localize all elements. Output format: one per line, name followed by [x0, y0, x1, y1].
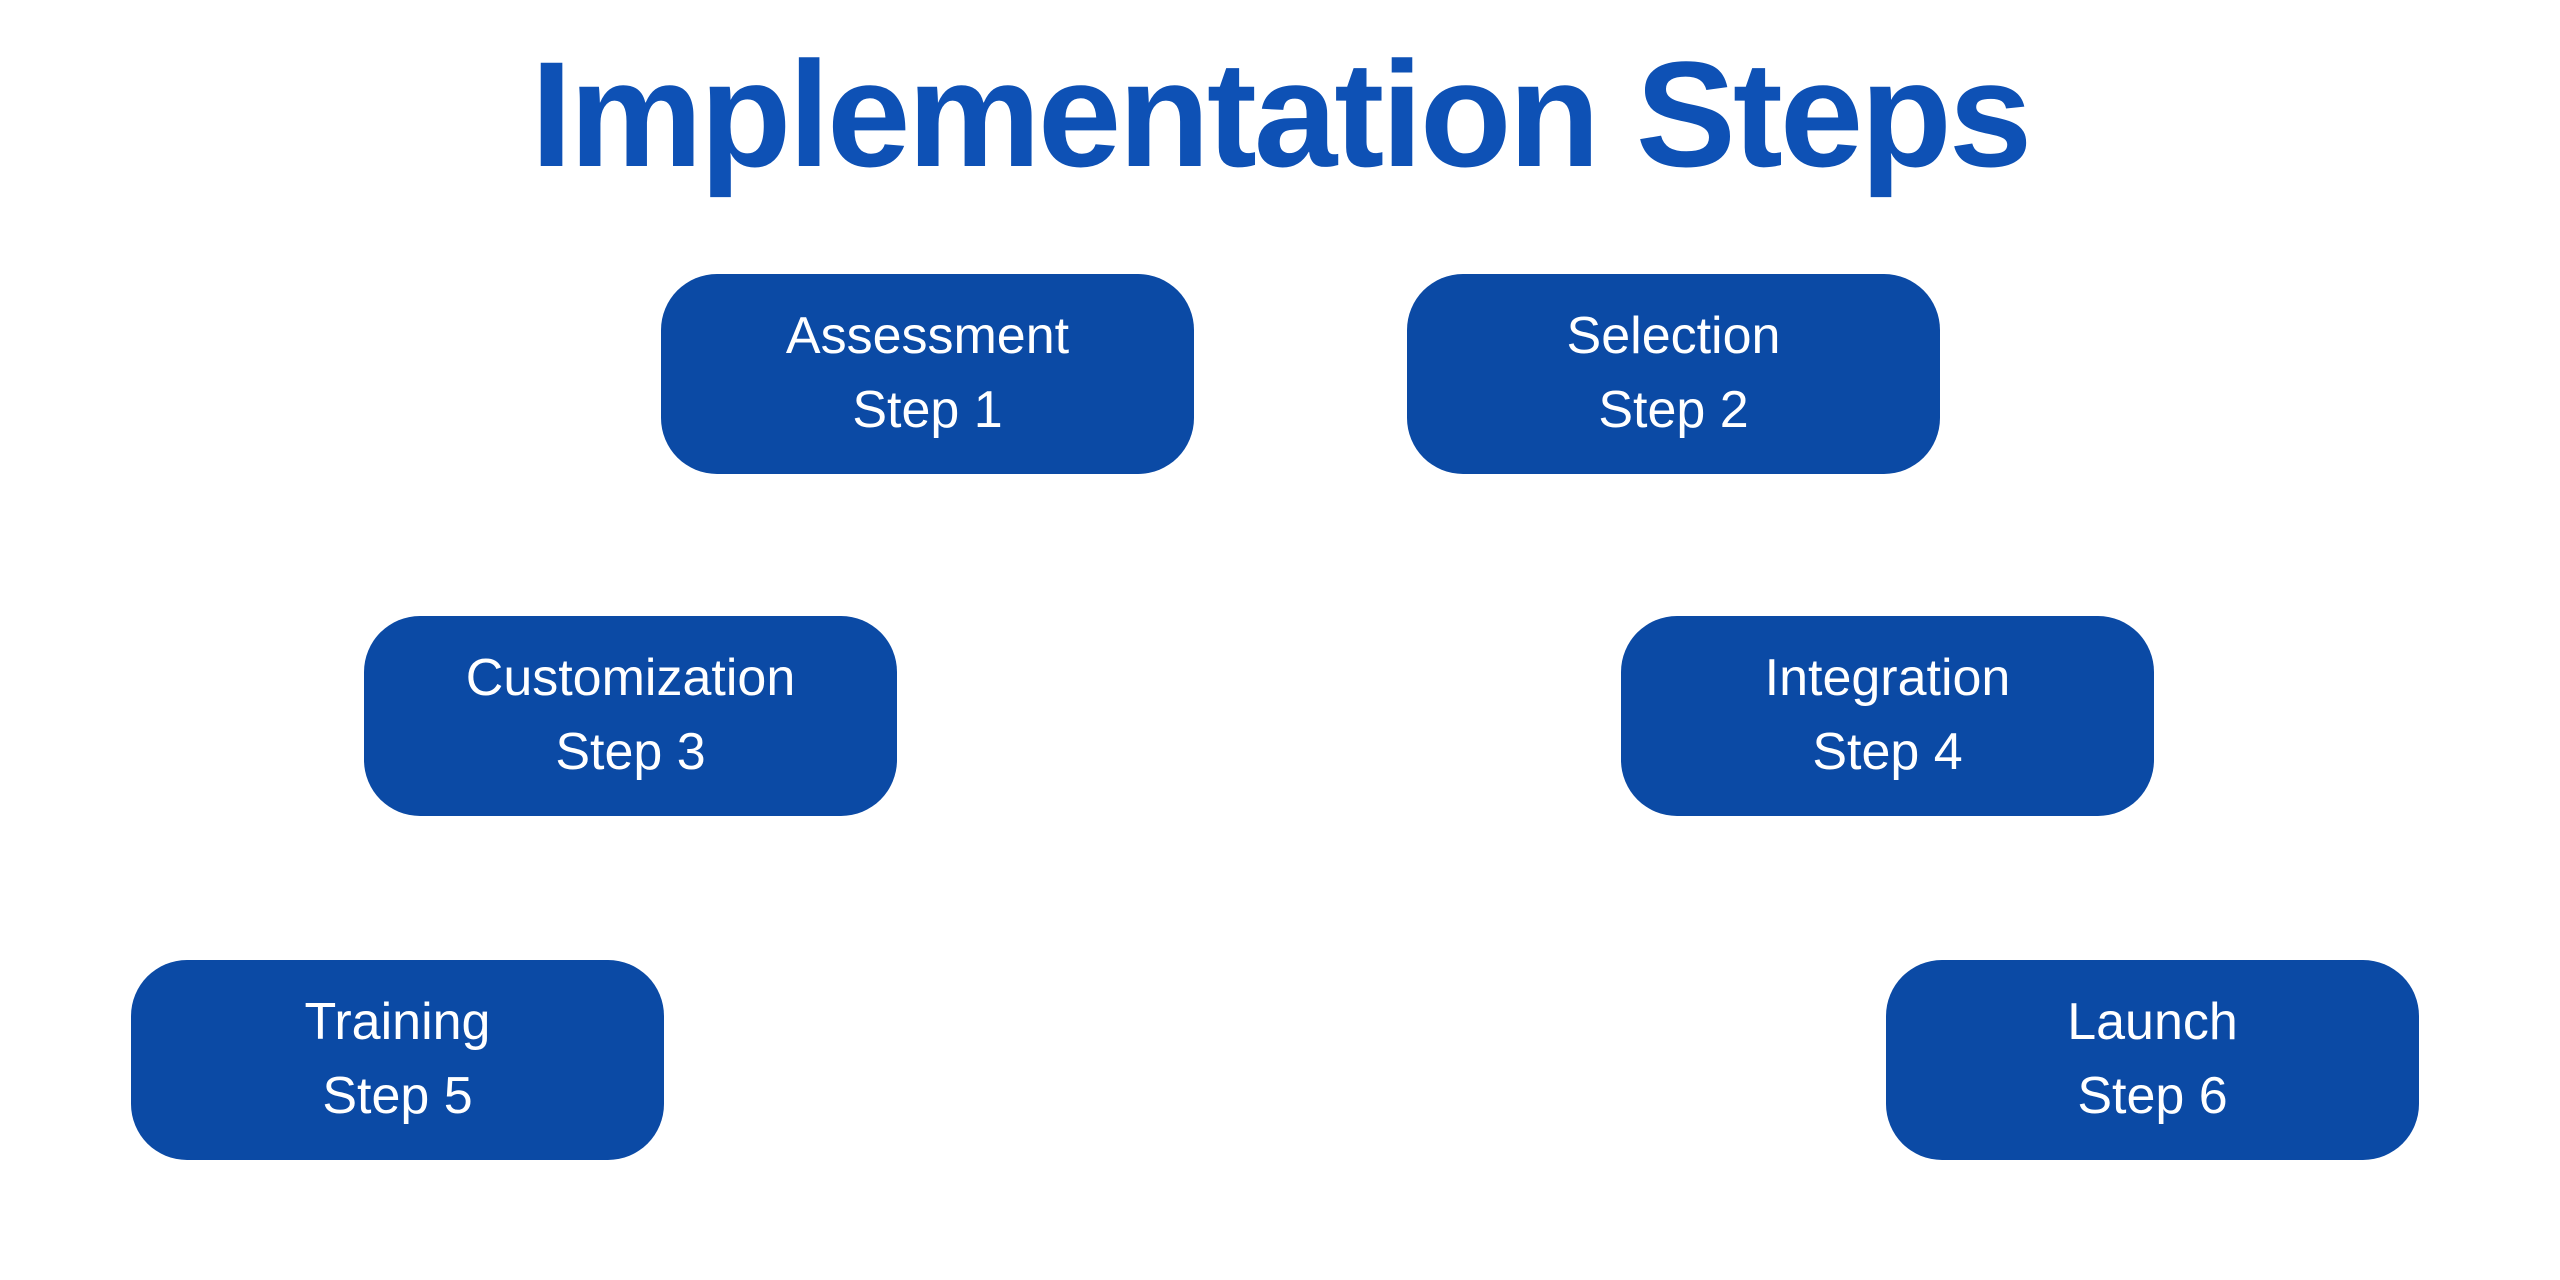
step-label: Customization [465, 649, 796, 708]
step-label: Integration [1764, 649, 2011, 708]
step-label: Selection [1566, 307, 1781, 366]
page-title: Implementation Steps [530, 30, 2033, 198]
step-number: Step 1 [852, 381, 1003, 439]
step-number: Step 3 [555, 723, 706, 781]
step-number: Step 5 [322, 1067, 473, 1125]
step-box-training: Training Step 5 [131, 960, 664, 1160]
step-label: Assessment [785, 307, 1070, 366]
step-box-customization: Customization Step 3 [364, 616, 897, 816]
step-box-launch: Launch Step 6 [1886, 960, 2419, 1160]
step-box-assessment: Assessment Step 1 [661, 274, 1194, 474]
step-box-integration: Integration Step 4 [1621, 616, 2154, 816]
step-number: Step 4 [1812, 723, 1963, 781]
step-label: Training [304, 993, 491, 1052]
step-label: Launch [2067, 993, 2238, 1052]
step-box-selection: Selection Step 2 [1407, 274, 1940, 474]
step-number: Step 2 [1598, 381, 1749, 439]
step-number: Step 6 [2077, 1067, 2228, 1125]
